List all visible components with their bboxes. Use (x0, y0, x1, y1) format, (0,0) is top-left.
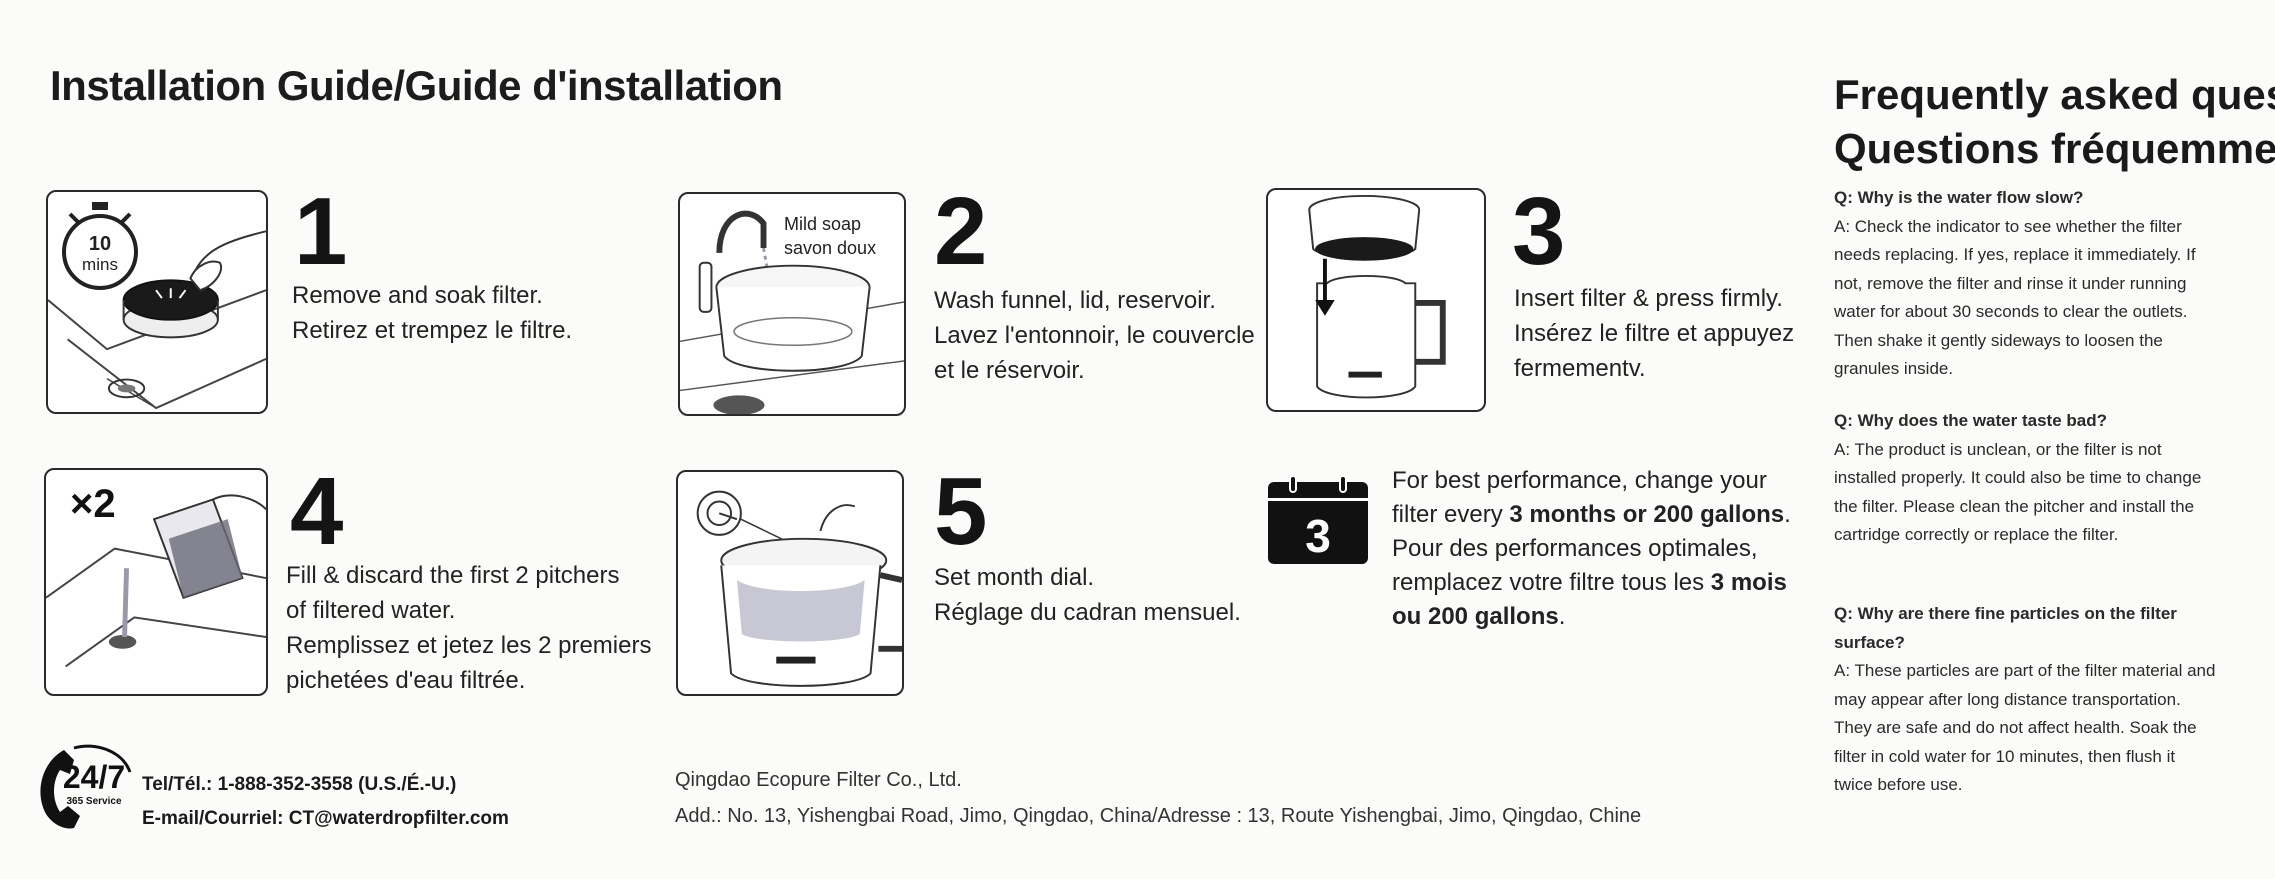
faq-answer: A: The product is unclean, or the filter… (1834, 436, 2274, 550)
phone-number: Tel/Tél.: 1-888-352-3558 (U.S./É.-U.) (142, 774, 457, 795)
step-2-text: Wash funnel, lid, reservoir. Lavez l'ent… (934, 283, 1255, 388)
step-2-line: et le réservoir. (934, 357, 1085, 384)
tip-line: For best performance, change your (1392, 467, 1767, 494)
faq-answer-line: A: Check the indicator to see whether th… (1834, 216, 2182, 236)
faq-title: Frequently asked ques Questions fréquemm… (1834, 68, 2275, 176)
faq-answer-line: twice before use. (1834, 775, 1963, 794)
tip-emphasis: ou 200 gallons (1392, 603, 1559, 630)
faq-answer-line: not, remove the filter and rinse it unde… (1834, 273, 2187, 293)
tip-text: . (1558, 603, 1566, 630)
tip-line: Pour des performances optimales, (1392, 535, 1758, 562)
month-dial-drawing (696, 490, 902, 687)
step-1-number: 1 (294, 178, 348, 285)
tip-text: filter every (1392, 501, 1510, 528)
faq-title-line: Frequently asked ques (1834, 71, 2275, 118)
pitcher-count: ×2 (70, 482, 116, 526)
sink-soak-drawing (48, 230, 266, 410)
tip-line: ou 200 gallons. (1392, 600, 1791, 634)
timer-icon: 10 mins (62, 202, 138, 290)
calendar-icon: 3 (1268, 475, 1368, 564)
timer-value: 10 (89, 233, 111, 255)
faq-question: Q: Why is the water flow slow? (1834, 188, 2084, 207)
faq-answer-line: A: The product is unclean, or the filter… (1834, 439, 2162, 459)
soap-label: Mild soap (784, 214, 862, 234)
faq-question-line: Q: Why are there fine particles on the f… (1834, 604, 2177, 623)
step-2-number: 2 (934, 178, 988, 285)
faq-answer-line: filter in cold water for 10 minutes, the… (1834, 746, 2176, 766)
company-name: Qingdao Ecopure Filter Co., Ltd. (675, 769, 962, 791)
step-4-line: Remplissez et jetez les 2 premiers (286, 632, 652, 659)
calendar-number: 3 (1305, 510, 1331, 562)
tip-emphasis: 3 mois (1710, 569, 1787, 596)
tip-line: remplacez votre filtre tous les 3 mois (1392, 566, 1791, 600)
replacement-tip: For best performance, change your filter… (1392, 464, 1791, 634)
step-5-text: Set month dial. Réglage du cadran mensue… (934, 560, 1241, 630)
wash-basin-drawing (680, 210, 904, 414)
step-4-text: Fill & discard the first 2 pitchers of f… (286, 558, 651, 698)
faq-answer-line: needs replacing. If yes, replace it imme… (1834, 245, 2196, 264)
faq-item: Q: Why are there fine particles on the f… (1834, 600, 2274, 800)
faq-answer-line: installed properly. It could also be tim… (1834, 468, 2202, 487)
step-3-illustration (1266, 188, 1486, 412)
step-3-number: 3 (1512, 178, 1566, 285)
timer-unit: mins (82, 255, 118, 274)
faq-question: Q: Why are there fine particles on the f… (1834, 600, 2274, 657)
company-address: Add.: No. 13, Yishengbai Road, Jimo, Qin… (675, 805, 1642, 827)
faq-answer-line: may appear after long distance transport… (1834, 689, 2181, 709)
step-2-illustration: Mild soap savon doux (678, 192, 906, 416)
step-1-illustration: 10 mins (46, 190, 268, 414)
step-3-line: fermementv. (1514, 355, 1646, 382)
step-2-line: Wash funnel, lid, reservoir. (934, 287, 1216, 314)
step-1-line: Retirez et trempez le filtre. (292, 317, 573, 344)
tip-text: . (1784, 501, 1791, 528)
email-address: E-mail/Courriel: CT@waterdropfilter.com (142, 808, 509, 829)
tip-line: filter every 3 months or 200 gallons. (1392, 498, 1791, 532)
page-title: Installation Guide/Guide d'installation (50, 62, 783, 109)
soap-label: savon doux (784, 238, 877, 258)
faq-item: Q: Why is the water flow slow? A: Check … (1834, 184, 2274, 384)
faq-answer-line: They are safe and do not affect health. … (1834, 718, 2197, 737)
step-4-number: 4 (290, 458, 344, 565)
faq-answer-line: the filter. Please clean the pitcher and… (1834, 496, 2195, 516)
step-3-line: Insert filter & press firmly. (1514, 285, 1783, 312)
step-4-illustration: ×2 (44, 468, 268, 696)
step-1-text: Remove and soak filter. Retirez et tremp… (292, 278, 572, 348)
step-3-text: Insert filter & press firmly. Insérez le… (1514, 281, 1794, 386)
step-1-line: Remove and soak filter. (292, 282, 543, 309)
support-badge: 24/7 (63, 759, 125, 795)
faq-answer: A: These particles are part of the filte… (1834, 657, 2274, 800)
faq-answer-line: granules inside. (1834, 359, 1954, 378)
step-5-illustration (676, 470, 904, 696)
pour-water-drawing (46, 494, 266, 668)
support-badge-sub: 365 Service (66, 796, 121, 807)
faq-answer: A: Check the indicator to see whether th… (1834, 213, 2274, 384)
support-phone-icon: 24/7 365 Service (34, 742, 132, 832)
faq-item: Q: Why does the water taste bad? A: The … (1834, 407, 2274, 550)
faq-question-line: surface? (1834, 632, 1905, 652)
step-2-line: Lavez l'entonnoir, le couvercle (934, 322, 1255, 349)
step-4-line: pichetées d'eau filtrée. (286, 667, 526, 694)
soap-callout: Mild soap savon doux (784, 212, 876, 260)
step-3-line: Insérez le filtre et appuyez (1514, 320, 1795, 347)
faq-answer-line: Then shake it gently sideways to loosen … (1834, 330, 2163, 350)
step-4-line: Fill & discard the first 2 pitchers (286, 562, 620, 589)
company-info: Qingdao Ecopure Filter Co., Ltd. Add.: N… (675, 762, 1641, 834)
faq-answer-line: water for about 30 seconds to clear the … (1834, 302, 2188, 321)
faq-title-line: Questions fréquemme (1834, 125, 2275, 172)
step-5-line: Réglage du cadran mensuel. (934, 599, 1241, 626)
step-5-line: Set month dial. (934, 564, 1095, 591)
faq-answer-line: cartridge correctly or replace the filte… (1834, 525, 2119, 544)
tip-text: remplacez votre filtre tous les (1392, 569, 1711, 596)
contact-info: Tel/Tél.: 1-888-352-3558 (U.S./É.-U.) E-… (142, 768, 509, 836)
faq-answer-line: A: These particles are part of the filte… (1834, 661, 2216, 680)
step-5-number: 5 (934, 458, 988, 565)
step-4-line: of filtered water. (286, 597, 456, 624)
tip-emphasis: 3 months or 200 gallons (1509, 501, 1785, 528)
faq-question: Q: Why does the water taste bad? (1834, 411, 2107, 430)
insert-filter-drawing (1308, 194, 1446, 399)
